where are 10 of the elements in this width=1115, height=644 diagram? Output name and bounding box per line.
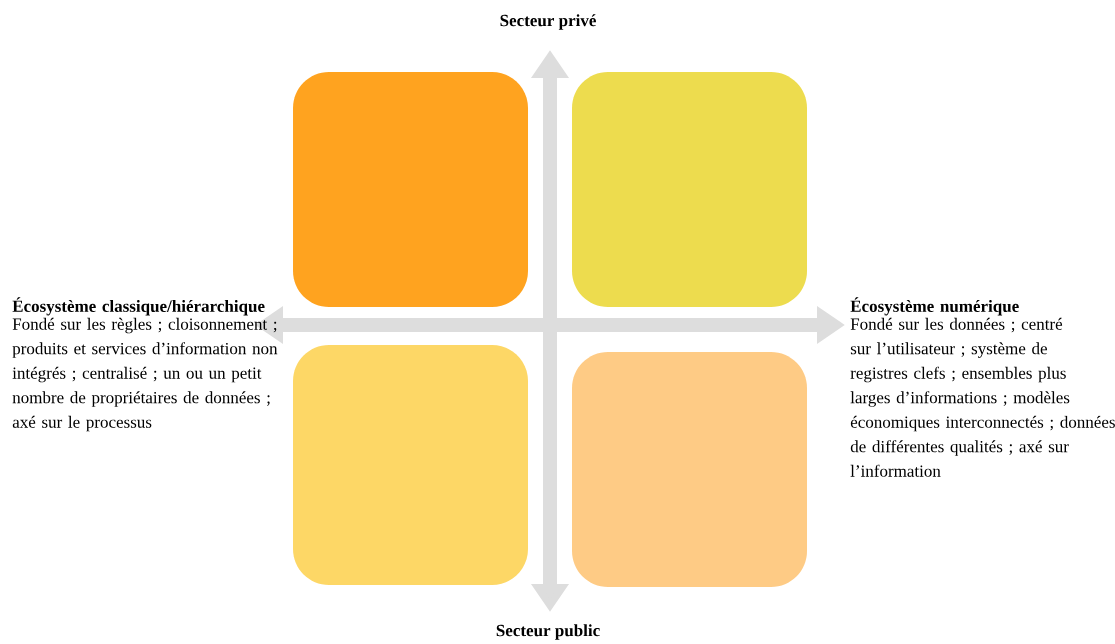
rounded-square bbox=[293, 72, 528, 307]
axis-label: Secteur public bbox=[496, 624, 600, 640]
axis-label: Secteur privé bbox=[500, 14, 596, 30]
description: Fondé sur les règles ; cloisonnement ; produits et services d’information non intégrés ; centralisé ; un ou un petit nombre de propriétaires de données ; axé sur le processus bbox=[12, 317, 278, 432]
description: Fondé sur les données ; centré sur l’utilisateur ; système de registres clefs ; ensembles plus larges d’informations ; modèles économiques interconnectés ; données de différentes qualités ; axé sur l’information bbox=[850, 317, 1115, 477]
heading: Écosystème classique/hiérarchique bbox=[12, 297, 265, 316]
rounded-square bbox=[572, 352, 807, 587]
rounded-square bbox=[293, 345, 528, 585]
rounded-square bbox=[572, 72, 807, 307]
heading: Écosystème numérique bbox=[850, 297, 1019, 316]
